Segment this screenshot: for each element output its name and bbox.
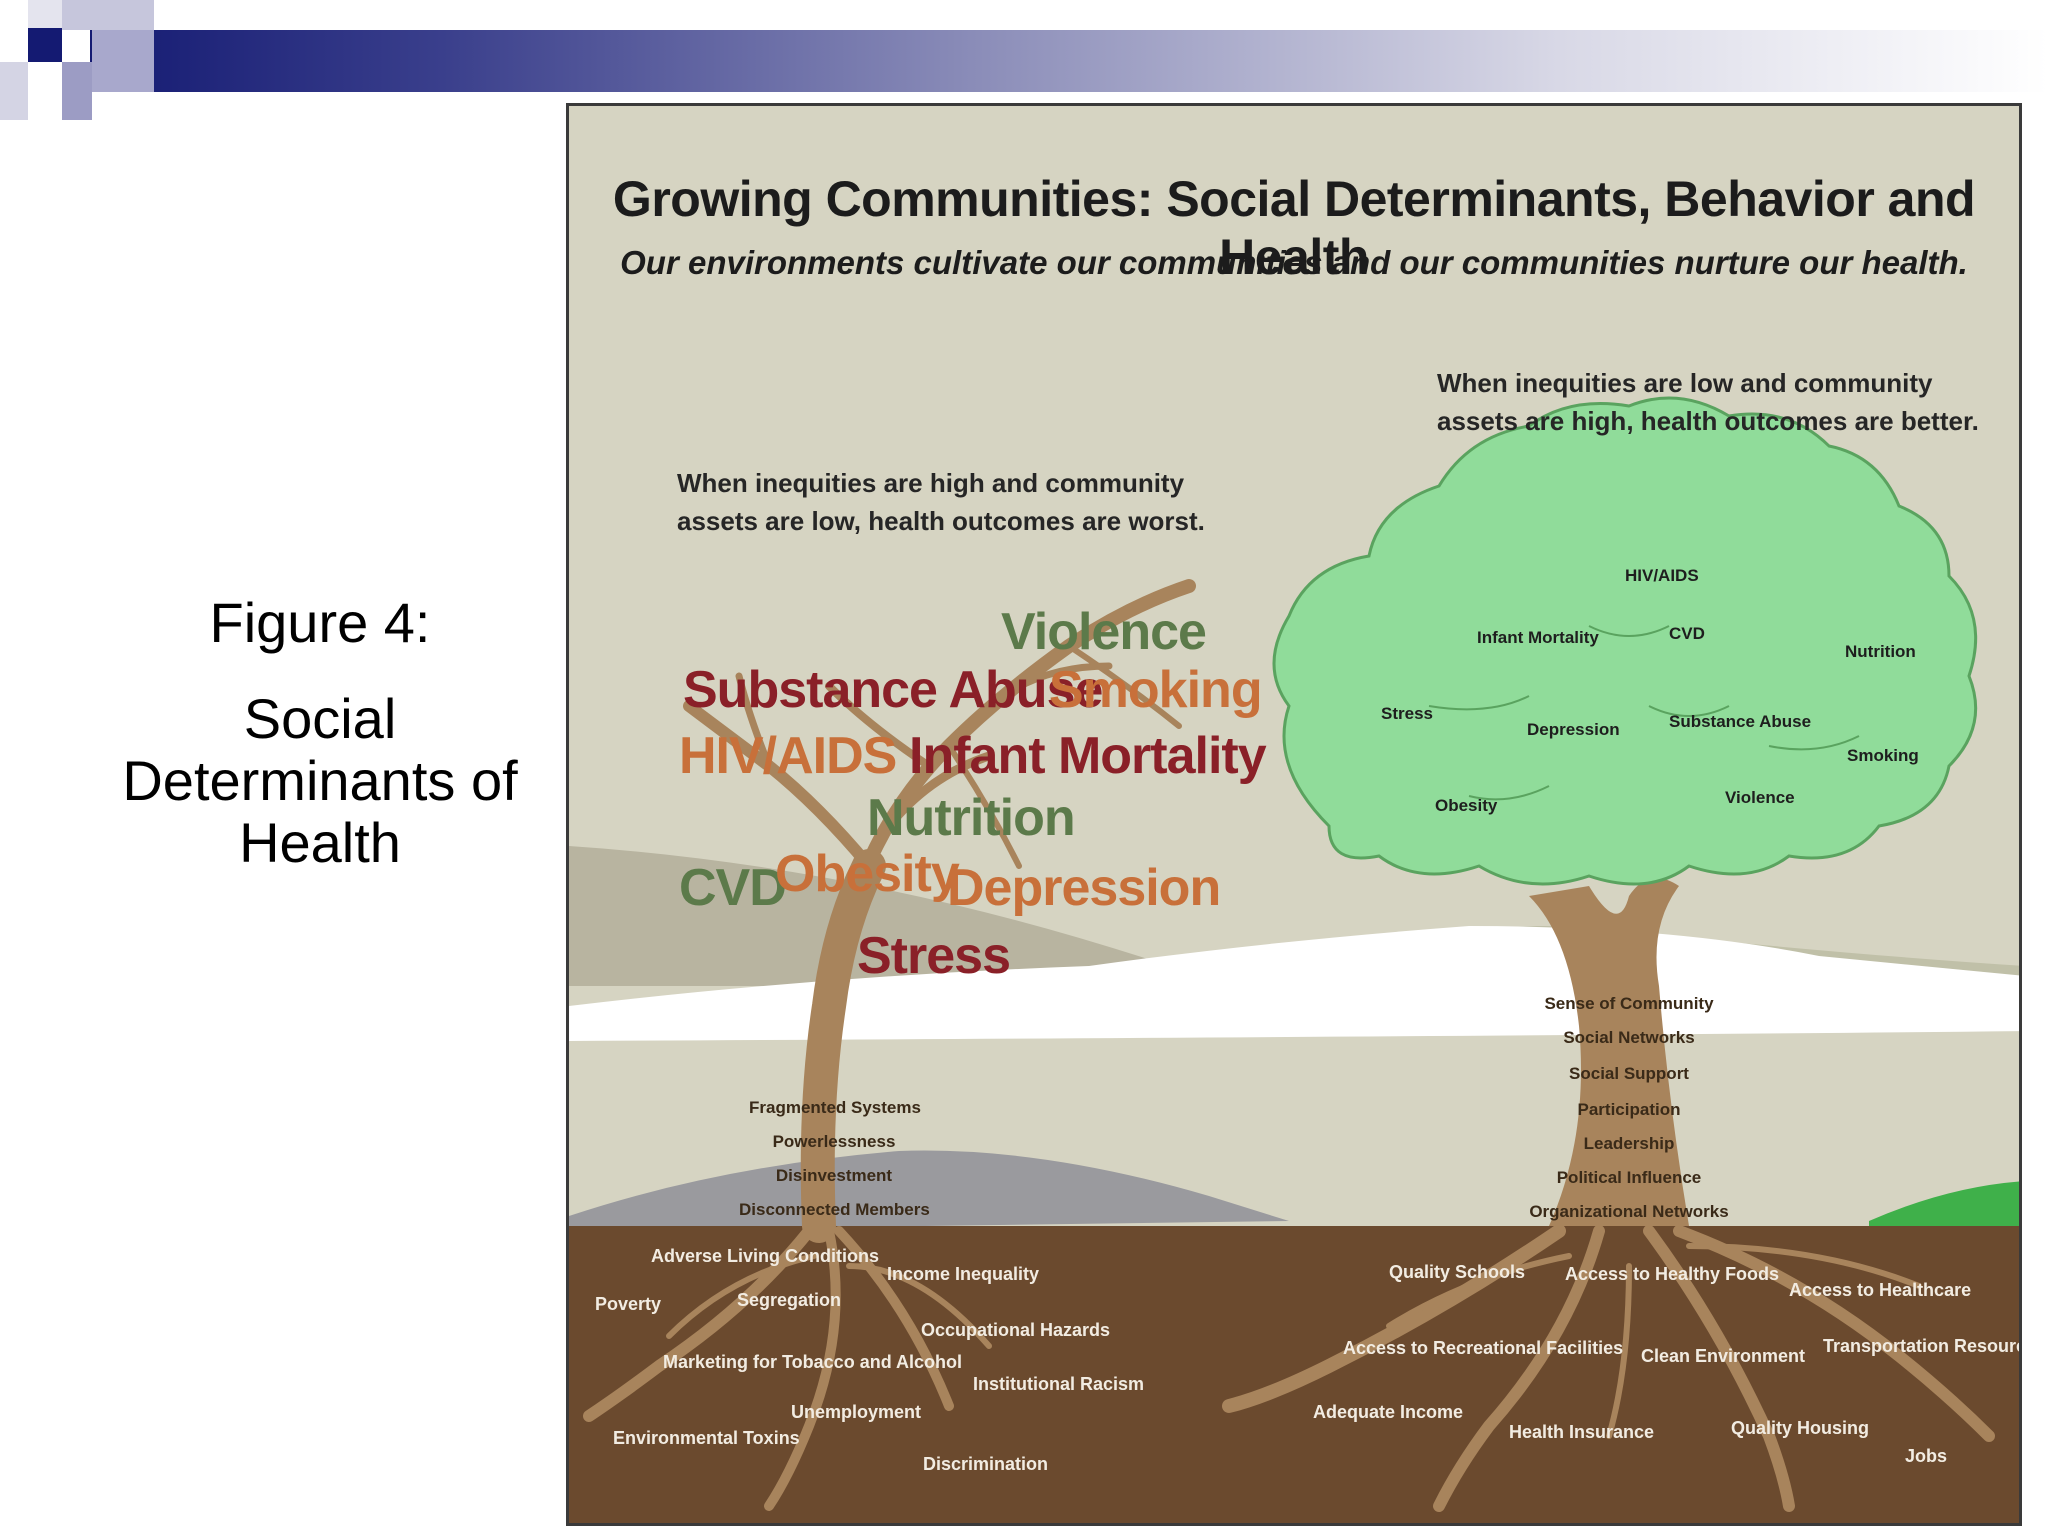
left-note: When inequities are high and community a…	[677, 468, 1205, 536]
good-trunk-item: Participation	[1577, 1100, 1681, 1119]
good-trunk-item: Leadership	[1583, 1134, 1675, 1153]
good-trunk-item: Sense of Community	[1544, 994, 1714, 1013]
good-root-item: Adequate Income	[1313, 1402, 1464, 1422]
bad-root-item: Institutional Racism	[973, 1374, 1145, 1394]
bad-outcome: Substance Abuse	[683, 661, 1103, 719]
header-bar	[90, 30, 2048, 92]
bad-root-item: Income Inequality	[887, 1264, 1040, 1284]
figure-subtitle: Our environments cultivate our communiti…	[620, 244, 1968, 281]
bad-outcome: Smoking	[1049, 661, 1263, 719]
bad-root-item: Poverty	[595, 1294, 662, 1314]
right-note: When inequities are low and community as…	[1437, 368, 1979, 436]
good-outcome: CVD	[1669, 624, 1705, 643]
good-outcome: Substance Abuse	[1669, 712, 1812, 731]
bad-outcome: Nutrition	[867, 789, 1076, 847]
good-outcome: Nutrition	[1845, 642, 1916, 661]
good-root-item: Jobs	[1905, 1446, 1948, 1466]
bad-outcome: Obesity	[775, 845, 960, 903]
figure-illustration	[569, 396, 2019, 1523]
bad-trunk-item: Powerlessness	[772, 1132, 896, 1151]
bad-outcome: Violence	[1001, 603, 1207, 661]
bad-outcome: CVD	[679, 859, 787, 917]
bad-trunk-item: Disconnected Members	[739, 1200, 930, 1219]
good-trunk-item: Political Influence	[1556, 1168, 1702, 1187]
bad-outcome: Depression	[947, 859, 1221, 917]
bad-outcome: Stress	[857, 927, 1011, 985]
good-outcome: Obesity	[1435, 796, 1498, 815]
good-outcome: Smoking	[1847, 746, 1919, 765]
bad-root-item: Unemployment	[791, 1402, 922, 1422]
good-root-item: Quality Schools	[1389, 1262, 1526, 1282]
bad-outcome: HIV/AIDS	[679, 727, 897, 785]
bad-root-item: Marketing for Tobacco and Alcohol	[663, 1352, 963, 1372]
good-outcome: HIV/AIDS	[1625, 566, 1699, 585]
good-outcome: Infant Mortality	[1477, 628, 1599, 647]
good-trunk-item: Social Support	[1569, 1064, 1689, 1083]
bad-trunk-item: Disinvestment	[775, 1166, 893, 1185]
good-root-item: Transportation Resources	[1823, 1336, 2019, 1356]
good-root-item: Access to Recreational Facilities	[1343, 1338, 1624, 1358]
good-root-item: Access to Healthy Foods	[1565, 1264, 1780, 1284]
bad-root-item: Occupational Hazards	[921, 1320, 1111, 1340]
bad-root-item: Segregation	[737, 1290, 842, 1310]
good-outcome: Stress	[1381, 704, 1433, 723]
growing-communities-figure: Growing Communities: Social Determinants…	[566, 103, 2022, 1526]
figure-caption: Social Determinants of Health	[122, 687, 518, 874]
good-root-item: Access to Healthcare	[1789, 1280, 1972, 1300]
bad-trunk-item: Fragmented Systems	[749, 1098, 921, 1117]
figure-label: Figure 4:	[209, 591, 431, 654]
good-root-item: Health Insurance	[1509, 1422, 1655, 1442]
good-outcome: Depression	[1527, 720, 1620, 739]
good-trunk-item: Social Networks	[1563, 1028, 1695, 1047]
good-root-item: Clean Environment	[1641, 1346, 1806, 1366]
good-root-item: Quality Housing	[1731, 1418, 1870, 1438]
bad-root-item: Discrimination	[923, 1454, 1049, 1474]
good-outcome: Violence	[1725, 788, 1795, 807]
figure-title: Growing Communities: Social Determinants…	[612, 171, 1976, 285]
bad-root-item: Environmental Toxins	[613, 1428, 800, 1448]
bad-root-item: Adverse Living Conditions	[651, 1246, 880, 1266]
good-trunk-item: Organizational Networks	[1529, 1202, 1729, 1221]
bad-outcome: Infant Mortality	[909, 727, 1267, 785]
